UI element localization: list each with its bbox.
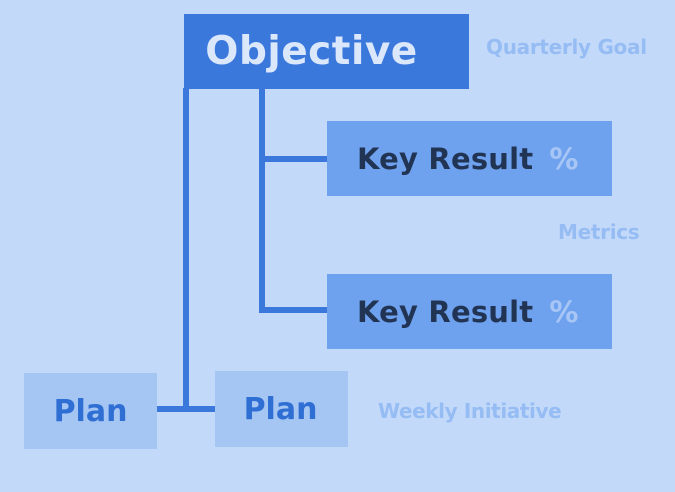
plan-node: Plan	[215, 371, 348, 447]
plan-label: Plan	[243, 391, 318, 427]
key-result-node: Key Result %	[327, 274, 612, 349]
percent-unit: %	[549, 141, 579, 176]
objective-label: Objective	[205, 29, 418, 74]
percent-unit: %	[549, 294, 579, 329]
key-result-label: Key Result	[357, 141, 534, 176]
key-results-annotation: Metrics	[558, 220, 640, 244]
plans-annotation: Weekly Initiative	[378, 399, 562, 423]
objective-annotation: Quarterly Goal	[486, 35, 647, 59]
key-result-label: Key Result	[357, 294, 534, 329]
objective-node: Objective	[184, 14, 469, 89]
key-result-node: Key Result %	[327, 121, 612, 196]
plan-node: Plan	[24, 373, 157, 449]
plan-label: Plan	[53, 393, 128, 429]
